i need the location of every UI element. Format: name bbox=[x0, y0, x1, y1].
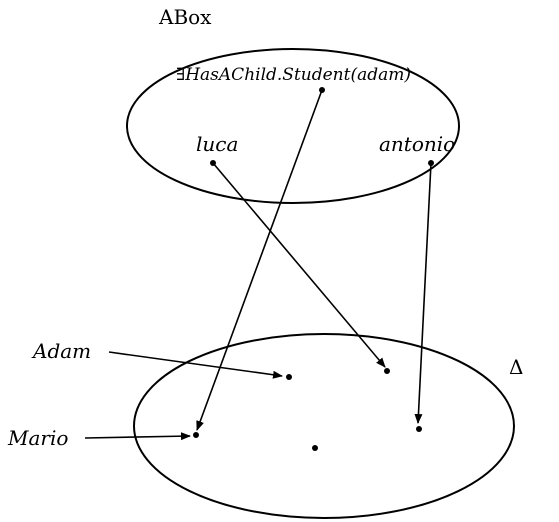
domain-element-dot-3 bbox=[193, 432, 199, 438]
abox-title: ABox bbox=[158, 5, 212, 29]
domain-element-dot-4 bbox=[416, 426, 422, 432]
domain-element-dot-5 bbox=[312, 445, 318, 451]
domain-element-dot-2 bbox=[384, 368, 390, 374]
mapping-arrow-assertion bbox=[196, 89, 323, 431]
domain-symbol: Δ bbox=[509, 355, 523, 379]
domain-name-label-adam: Adam bbox=[31, 339, 91, 363]
mapping-arrow-adam bbox=[108, 351, 283, 379]
mapping-arrow-mario bbox=[84, 432, 191, 441]
domain-ellipse bbox=[133, 333, 515, 519]
individual-label-luca: luca bbox=[196, 132, 238, 156]
mapping-arrow-luca bbox=[212, 162, 386, 368]
abox-assertion-label: ∃HasAChild.Student(adam) bbox=[176, 65, 411, 85]
abox-ellipse bbox=[126, 48, 460, 204]
mapping-arrow-antonio bbox=[414, 162, 432, 424]
domain-name-label-mario: Mario bbox=[7, 426, 68, 450]
domain-element-dot-1 bbox=[286, 374, 292, 380]
individual-label-antonio: antonio bbox=[379, 132, 455, 156]
